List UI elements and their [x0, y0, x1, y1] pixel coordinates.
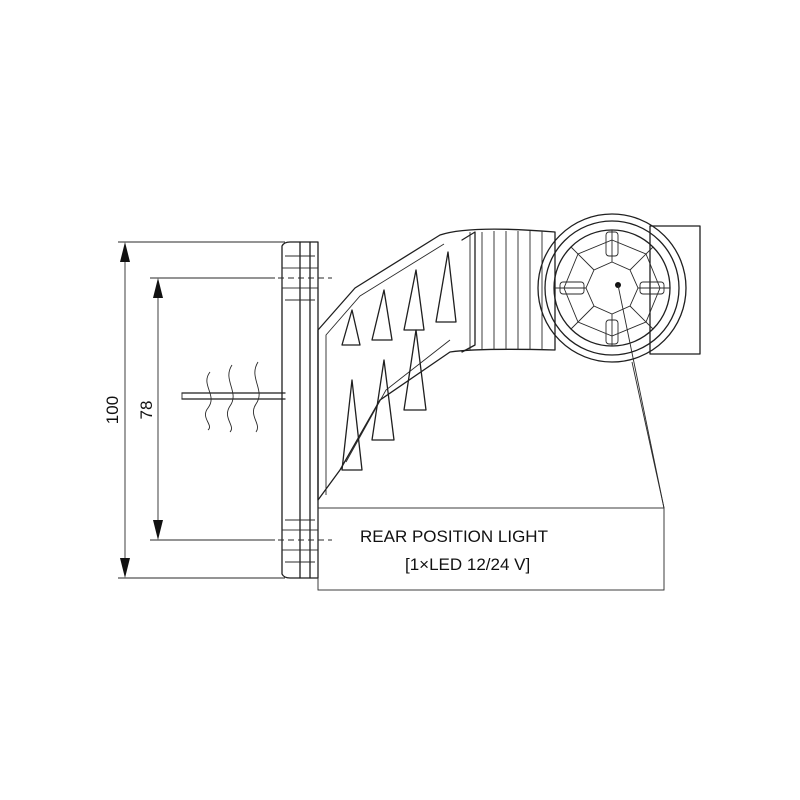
callout-box: REAR POSITION LIGHT [1×LED 12/24 V] — [317, 507, 665, 591]
callout-spec: [1×LED 12/24 V] — [405, 555, 530, 574]
callout-leaders — [617, 284, 665, 509]
cable — [181, 361, 286, 433]
lamp-head — [537, 213, 701, 363]
rubber-arm — [317, 228, 556, 501]
dimension-mount-height: 78 — [137, 277, 275, 541]
overall-height-label: 100 — [103, 396, 122, 424]
mount-height-label: 78 — [137, 401, 156, 420]
dimension-overall-height: 100 — [103, 241, 285, 579]
callout-title: REAR POSITION LIGHT — [360, 527, 548, 546]
mounting-base — [268, 241, 332, 579]
